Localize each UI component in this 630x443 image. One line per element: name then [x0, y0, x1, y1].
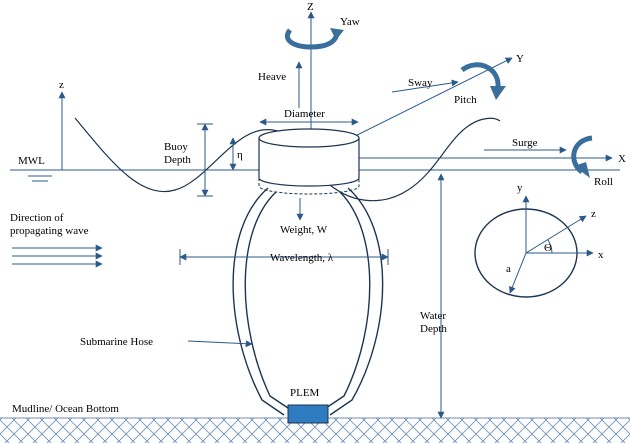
- hose-outer: [232, 187, 384, 416]
- pitch-arrow: [460, 62, 501, 89]
- label-mwl: MWL: [18, 155, 45, 167]
- yaw-arrow: [285, 28, 339, 50]
- label-pitch: Pitch: [454, 94, 477, 106]
- label-inset-y: y: [517, 182, 523, 194]
- label-roll: Roll: [594, 176, 613, 188]
- hose-leader: [187, 340, 253, 348]
- buoy: [258, 128, 360, 195]
- label-axis-z-small: z: [59, 79, 64, 91]
- yaw-arrowhead: [330, 28, 344, 40]
- sway-arrow: [391, 79, 459, 93]
- label-wavelength: Wavelength, λ: [270, 252, 334, 264]
- label-axis-Y: Y: [516, 53, 524, 65]
- roll-arrowhead: [574, 162, 590, 178]
- label-plem: PLEM: [290, 387, 320, 399]
- label-axis-X: X: [618, 153, 626, 165]
- label-surge: Surge: [512, 137, 538, 149]
- wave-direction-arrows: [12, 244, 103, 268]
- label-eta: η: [237, 149, 243, 161]
- label-yaw: Yaw: [340, 16, 360, 28]
- pitch-arrowhead: [490, 86, 506, 100]
- label-mudline: Mudline/ Ocean Bottom: [12, 403, 119, 415]
- label-weight: Weight, W: [280, 224, 328, 236]
- label-inset-theta: Θ: [544, 242, 552, 254]
- label-inset-a: a: [506, 263, 511, 275]
- label-inset-x: x: [598, 249, 604, 261]
- label-inset-z: z: [591, 208, 596, 220]
- inset-coordinate-circle: [474, 195, 594, 298]
- plem-block: [287, 404, 329, 424]
- label-heave: Heave: [258, 71, 286, 83]
- label-diameter: Diameter: [284, 108, 325, 120]
- label-submarine-hose: Submarine Hose: [80, 336, 153, 348]
- hose-inner: [244, 191, 371, 409]
- label-sway: Sway: [408, 77, 433, 89]
- label-axis-Z: Z: [307, 1, 314, 13]
